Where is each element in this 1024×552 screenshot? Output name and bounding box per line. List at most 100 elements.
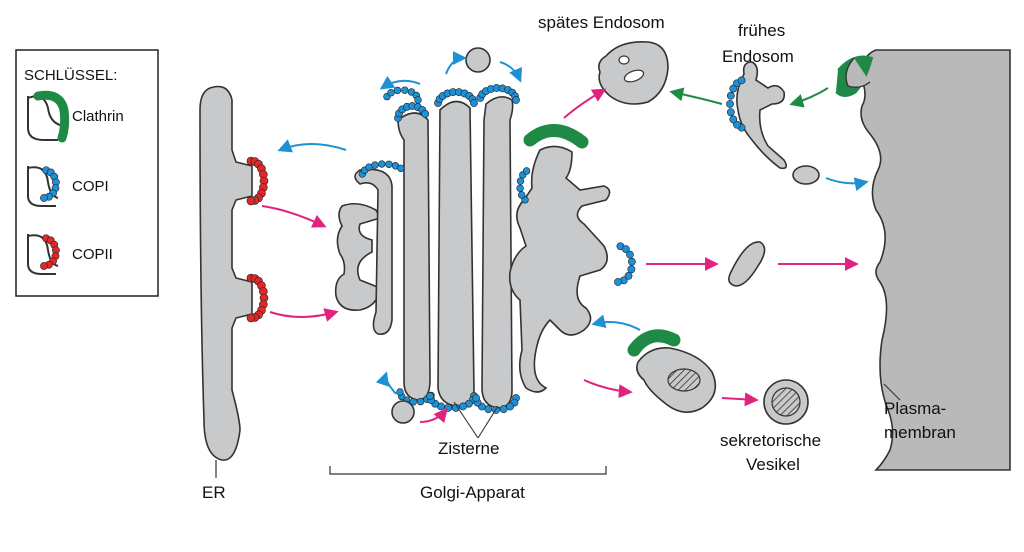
arrow-vesicle-to-cisterna: [419, 407, 448, 424]
key-title: SCHLÜSSEL:: [24, 66, 117, 84]
copi-bead: [401, 86, 409, 94]
membrane-label-1: Plasma-: [884, 399, 946, 418]
early-endosome-label-1: frühes: [738, 21, 785, 40]
copi-bead: [499, 405, 508, 413]
copii-bead: [246, 313, 256, 323]
arrow-cisterna-retro: [375, 371, 397, 395]
copi-bead: [484, 405, 493, 413]
copi-bead: [627, 265, 636, 274]
golgi-clathrin-coat: [523, 124, 589, 149]
plasma-membrane: [860, 49, 1011, 471]
golgi-cisterna-2: [437, 100, 475, 408]
er-label: ER: [202, 483, 226, 502]
key-copii-label: COPII: [72, 246, 113, 263]
copi-bead: [627, 257, 636, 266]
arrow-er-to-golgi-1: [261, 205, 327, 228]
early-endosome-copi-coat: [726, 76, 746, 132]
trans-golgi-copi-coat: [614, 242, 636, 286]
arrow-golgi-to-er: [277, 139, 347, 153]
key-legend: SCHLÜSSEL: Clathrin COPI COPII: [15, 49, 159, 297]
copi-bead: [516, 184, 524, 192]
copi-bead: [522, 167, 531, 175]
golgi-label: Golgi-Apparat: [420, 483, 525, 502]
key-copi-label: COPI: [72, 178, 109, 195]
arrow-recycling-to-membrane: [825, 177, 869, 192]
copi-bead: [624, 272, 633, 280]
copi-bead: [414, 96, 422, 104]
copi-bead: [614, 278, 622, 286]
golgi-trans-network: [508, 145, 611, 393]
copi-bead: [40, 194, 48, 202]
cisterna-pointer-2: [477, 405, 499, 439]
golgi-copi-coats: [358, 84, 531, 414]
early-endosome-label-2: Endosom: [722, 47, 794, 66]
copi-bead: [371, 161, 379, 169]
late-endosome-vesicle-2: [623, 69, 645, 83]
endosome-recycling-vesicle: [792, 165, 820, 185]
copi-bead: [726, 100, 734, 108]
arrow-granule-to-golgi: [591, 314, 641, 331]
golgi-cisterna-1: [397, 112, 431, 401]
copi-bead: [726, 91, 735, 100]
golgi-transport-vesicle-top: [465, 47, 491, 73]
membrane-coated-pit: [845, 57, 871, 89]
copi-bead: [726, 108, 735, 117]
copi-bead: [378, 160, 386, 168]
key-clathrin-icon: [27, 90, 70, 143]
arrow-er-to-golgi-2: [269, 308, 339, 322]
copi-bead: [426, 392, 434, 400]
secretory-label-1: sekretorische: [720, 431, 821, 450]
transport-vesicle-middle: [728, 241, 766, 287]
late-endosome-vesicle-1: [618, 55, 630, 65]
copi-bead: [393, 86, 402, 95]
golgi-cisterna-3: [481, 96, 514, 409]
arrow-granule-to-secretory: [721, 392, 759, 407]
copi-bead: [516, 177, 525, 185]
key-clathrin-label: Clathrin: [72, 108, 124, 125]
arrow-membrane-to-early-endosome: [789, 87, 829, 108]
copi-bead: [459, 402, 467, 411]
copi-bead: [729, 115, 738, 124]
arrow-golgi-retro-3: [499, 61, 523, 83]
copi-bead: [397, 164, 405, 172]
copi-bead: [416, 397, 425, 406]
copi-bead: [396, 388, 404, 396]
key-copii-icon: [27, 234, 60, 275]
copi-bead: [621, 245, 630, 254]
copi-bead: [626, 250, 634, 259]
copi-bead: [421, 109, 430, 118]
key-copi-icon: [27, 166, 60, 207]
copii-bead: [40, 262, 48, 270]
late-endosome-label: spätes Endosom: [538, 13, 665, 32]
arrow-golgi-to-late-endosome: [563, 88, 607, 119]
copi-bead: [385, 160, 393, 169]
er-membrane: [199, 85, 253, 461]
arrow-golgi-retro-1: [379, 75, 421, 90]
granule-clathrin-coat: [627, 329, 681, 357]
copi-bead: [506, 402, 515, 411]
copi-bead: [729, 84, 738, 93]
arrow-golgi-retro-2: [445, 51, 467, 75]
membrane-pointer: [883, 383, 901, 401]
golgi-cis-cisterna-small: [354, 168, 393, 336]
golgi-bracket: [329, 466, 607, 475]
copi-bead: [387, 89, 395, 97]
copi-bead: [733, 120, 741, 129]
copi-bead: [472, 394, 480, 402]
copi-bead: [470, 99, 478, 107]
membrane-label-2: membran: [884, 423, 956, 442]
key-box: [15, 49, 159, 297]
copii-bead: [246, 196, 256, 206]
golgi-cis-fragment: [334, 202, 382, 312]
copi-bead: [409, 398, 417, 406]
secretory-label-2: Vesikel: [746, 455, 800, 474]
er-copii-coats: [246, 156, 269, 323]
copi-bead: [512, 96, 520, 104]
arrow-early-to-late-endosome: [669, 87, 723, 105]
copi-bead: [737, 76, 746, 85]
cisterna-label: Zisterne: [438, 439, 499, 458]
cisterna-pointer-1: [453, 401, 479, 439]
golgi-transport-vesicle-bottom: [391, 400, 415, 424]
